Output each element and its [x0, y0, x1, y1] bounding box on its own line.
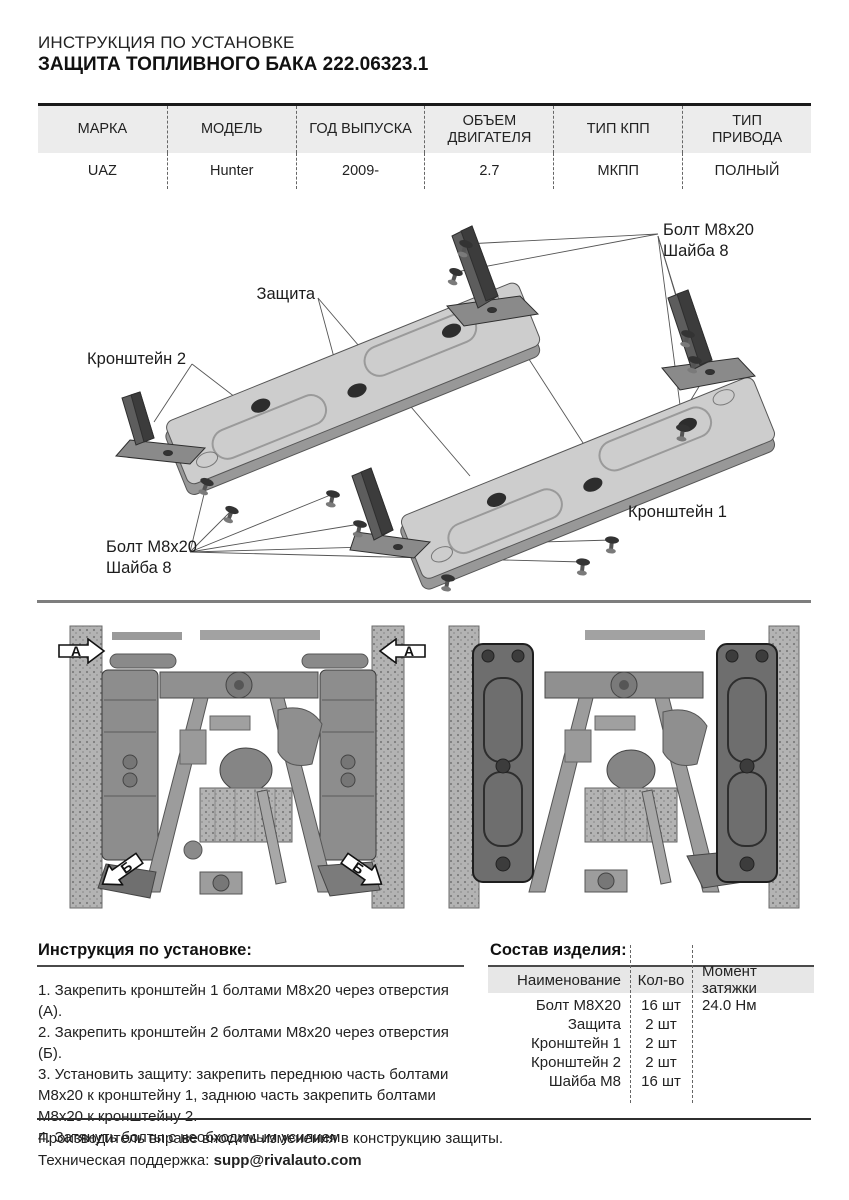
parts-divider-dash-2 [692, 945, 693, 1103]
label-washer-bottom: Шайба 8 [106, 559, 172, 577]
spec-value-model: Hunter [166, 153, 296, 189]
marker-b-left: Б [93, 847, 150, 900]
instructions-heading: Инструкция по установке: [38, 941, 252, 959]
part-torque [692, 1034, 814, 1053]
marker-b-right: Б [333, 847, 390, 900]
spec-header-year: ГОД ВЫПУСКА [295, 106, 425, 153]
chassis-photo-after [448, 625, 800, 909]
part-torque [692, 1015, 814, 1034]
instructions-rule [37, 965, 464, 967]
spec-data-row: UAZ Hunter 2009- 2.7 МКПП ПОЛНЫЙ [38, 153, 811, 189]
spec-value-engine: 2.7 [424, 153, 553, 189]
marker-a-left: А [58, 637, 106, 669]
step-2: 2. Закрепить кронштейн 2 болтами М8х20 ч… [38, 1024, 449, 1062]
label-bolt-bottom: Болт М8х20 [106, 538, 197, 556]
photo-before-installation: А А Б Б [50, 620, 428, 921]
spec-header-gearbox: ТИП КПП [553, 106, 682, 153]
shield-plate-front [165, 282, 541, 495]
spec-header-row: МАРКА МОДЕЛЬ ГОД ВЫПУСКА ОБЪЕМ ДВИГАТЕЛЯ… [38, 106, 811, 153]
footer-support: Техническая поддержка: supp@rivalauto.co… [38, 1152, 362, 1169]
shield-plate-rear [400, 377, 776, 590]
parts-heading: Состав изделия: [490, 941, 627, 959]
label-bolt-washer-top: Болт М8х20 Шайба 8 [663, 220, 754, 262]
document-subtitle: ИНСТРУКЦИЯ ПО УСТАНОВКЕ [38, 33, 295, 52]
parts-rows: Болт М8Х20 16 шт 24.0 Нм Защита 2 шт Кро… [488, 996, 814, 1091]
bracket2-bottom [349, 467, 432, 559]
label-washer-top: Шайба 8 [663, 242, 729, 260]
chassis-photo-before [69, 625, 405, 909]
parts-row-bracket1: Кронштейн 1 2 шт [488, 1034, 814, 1053]
bracket1-right [661, 289, 756, 391]
spec-value-drive: ПОЛНЫЙ [682, 153, 811, 189]
support-email: supp@rivalauto.com [213, 1152, 362, 1169]
part-qty: 16 шт [641, 997, 681, 1014]
part-name: Шайба М8 [548, 1073, 621, 1090]
parts-col-qty: Кол-во [637, 971, 685, 989]
step-3: 3. Установить защиту: закрепить переднюю… [38, 1066, 449, 1125]
part-qty: 2 шт [645, 1054, 677, 1071]
spec-header-engine: ОБЪЕМ ДВИГАТЕЛЯ [424, 106, 553, 153]
exploded-view-diagram: Болт М8х20 Шайба 8 Защита Кронштейн 2 Кр… [0, 200, 849, 600]
diagram-drawing [114, 225, 776, 592]
part-qty: 2 шт [645, 1035, 677, 1052]
part-torque [692, 1053, 814, 1072]
label-bolt-washer-bottom: Болт М8х20 Шайба 8 [106, 537, 197, 579]
part-name: Защита [567, 1016, 621, 1033]
photo-after-installation [435, 620, 813, 921]
label-bracket1: Кронштейн 1 [628, 503, 727, 521]
spec-header-marka: МАРКА [77, 121, 128, 137]
spec-header-model: МОДЕЛЬ [166, 106, 296, 153]
parts-row-shield: Защита 2 шт [488, 1015, 814, 1034]
spec-value-gearbox: МКПП [553, 153, 682, 189]
parts-rule [488, 965, 814, 967]
marker-a-right: А [378, 637, 426, 669]
instructions-steps: 1. Закрепить кронштейн 1 болтами М8х20 ч… [38, 980, 472, 1148]
part-torque: 24.0 Нм [702, 997, 757, 1014]
vehicle-spec-table: МАРКА МОДЕЛЬ ГОД ВЫПУСКА ОБЪЕМ ДВИГАТЕЛЯ… [38, 103, 811, 189]
footer-rule [37, 1118, 811, 1120]
parts-col-torque: Момент затяжки [702, 963, 757, 997]
parts-row-bracket2: Кронштейн 2 2 шт [488, 1053, 814, 1072]
label-bolt-top: Болт М8х20 [663, 221, 754, 239]
section-divider [37, 600, 811, 603]
bracket2-left [114, 391, 207, 465]
part-qty: 2 шт [645, 1016, 677, 1033]
part-name: Кронштейн 1 [531, 1035, 621, 1052]
footer-disclaimer: Производитель вправе вносить изменения в… [38, 1130, 504, 1147]
part-name: Болт М8Х20 [535, 997, 621, 1014]
marker-a-left-letter: А [71, 643, 81, 659]
step-4: 4. Затянуть болты с необходимым усилием. [38, 1129, 345, 1146]
parts-row-washer: Шайба М8 16 шт [488, 1072, 814, 1091]
parts-row-bolt: Болт М8Х20 16 шт 24.0 Нм [488, 996, 814, 1015]
marker-a-right-letter: А [404, 643, 414, 659]
document-title: ЗАЩИТА ТОПЛИВНОГО БАКА 222.06323.1 [38, 54, 429, 75]
parts-header-row: Наименование Кол-во Момент затяжки [488, 963, 814, 997]
label-shield: Защита [256, 285, 315, 303]
parts-divider-dash-1 [630, 945, 631, 1103]
spec-header-drive: ТИП ПРИВОДА [682, 106, 811, 153]
installed-plate-right [716, 643, 778, 883]
part-name: Кронштейн 2 [531, 1054, 621, 1071]
parts-col-name: Наименование [517, 971, 621, 989]
part-torque [692, 1072, 814, 1091]
footer-support-label: Техническая поддержка: [38, 1152, 214, 1169]
step-1: 1. Закрепить кронштейн 1 болтами М8х20 ч… [38, 982, 449, 1020]
label-bracket2: Кронштейн 2 [87, 350, 186, 368]
bolts [198, 240, 702, 592]
part-qty: 16 шт [641, 1073, 681, 1090]
spec-value-marka: UAZ [87, 162, 117, 179]
installed-plate-left [472, 643, 534, 883]
spec-value-year: 2009- [295, 153, 425, 189]
